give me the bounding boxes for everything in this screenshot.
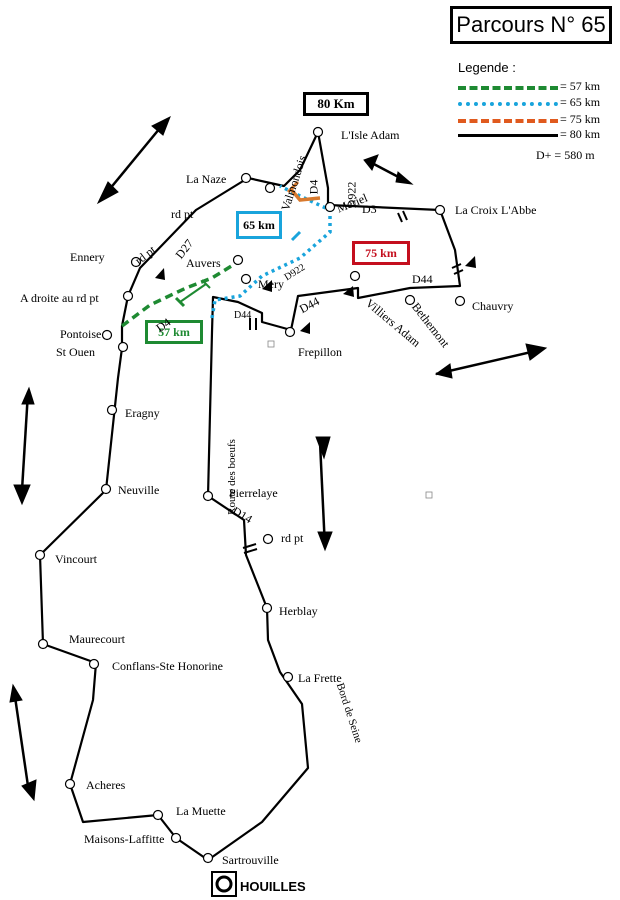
waypoint-maisons — [170, 832, 182, 844]
road-d922-top: D922 — [344, 181, 359, 209]
start-label: HOUILLES — [240, 879, 306, 894]
place-vincourt: Vincourt — [55, 552, 97, 566]
blue-bar — [290, 230, 302, 242]
bridge-marks — [242, 210, 464, 554]
waypoint-eragny — [106, 404, 118, 416]
waypoint-vincourt — [34, 549, 46, 561]
legend-item-80: = 80 km — [458, 127, 608, 142]
arrow-head-right-icon — [395, 171, 414, 185]
legend-title: Legende : — [458, 60, 516, 75]
route-box-57: 57 km — [145, 320, 203, 344]
orange-bar — [286, 180, 300, 194]
page-title: Parcours N° 65 — [450, 6, 612, 44]
place-la-croix: La Croix L'Abbe — [455, 203, 537, 217]
legend-label-65: = 65 km — [560, 95, 601, 109]
route-box-75: 75 km — [352, 241, 410, 265]
place-sartrouville: Sartrouville — [222, 853, 279, 867]
place-la-muette: La Muette — [176, 804, 226, 818]
road-d44-b: D44 — [412, 272, 433, 286]
road-route-boeufs: Route des boeufs — [225, 439, 238, 515]
waypoint-la-muette — [152, 809, 164, 821]
place-la-frette: La Frette — [298, 671, 342, 685]
waypoint-herblay — [261, 602, 273, 614]
legend-line-75 — [458, 119, 558, 123]
place-rd-pt-1: rd pt — [171, 207, 194, 221]
road-d3: D3 — [362, 202, 377, 216]
waypoint-la-croix — [434, 204, 446, 216]
waypoint-st-ouen — [117, 341, 129, 353]
legend-item-75: = 75 km — [458, 112, 608, 127]
arrow-head-up-right-icon — [151, 115, 171, 136]
place-herblay: Herblay — [279, 604, 318, 618]
legend-item-57: = 57 km — [458, 79, 608, 94]
place-maisons: Maisons-Laffitte — [84, 832, 165, 846]
waypoint-mery — [240, 273, 252, 285]
waypoint-auvers — [232, 254, 244, 266]
waypoint-bethemont — [404, 294, 416, 306]
waypoint-ennery — [130, 256, 142, 268]
road-d44-c: D44 — [234, 310, 252, 321]
place-mery: Mery — [258, 277, 284, 291]
place-pontoise: Pontoise — [60, 327, 102, 341]
legend-item-65: = 65 km — [458, 95, 608, 110]
waypoint-valmondois — [264, 182, 276, 194]
road-d4-top: D4 — [306, 179, 321, 195]
arrow-head-up-icon — [21, 386, 35, 405]
waypoint-sartrouville — [202, 852, 214, 864]
waypoint-la-frette — [282, 671, 294, 683]
direction-markers — [155, 256, 476, 334]
start-icon — [215, 875, 233, 893]
waypoint-neuville — [100, 483, 112, 495]
waypoints — [34, 126, 466, 864]
arrow-head-left-icon — [434, 363, 453, 379]
place-conflans: Conflans-Ste Honorine — [112, 659, 223, 673]
arrow-head-up-icon-2 — [9, 683, 23, 703]
place-auvers: Auvers — [186, 256, 221, 270]
waypoint-la-naze — [240, 172, 252, 184]
place-chauvry: Chauvry — [472, 299, 514, 313]
legend-line-80 — [458, 134, 558, 137]
route-box-80: 80 Km — [303, 92, 369, 116]
waypoint-chauvry — [454, 295, 466, 307]
place-st-ouen: St Ouen — [56, 345, 95, 359]
waypoint-maurecourt — [37, 638, 49, 650]
elevation-gain: D+ = 580 m — [536, 148, 595, 162]
place-lisle-adam: L'Isle Adam — [341, 128, 400, 142]
place-acheres: Acheres — [86, 778, 126, 792]
place-ennery: Ennery — [70, 250, 105, 264]
place-pierrelaye: Pierrelaye — [229, 486, 278, 500]
legend-line-57 — [458, 86, 558, 90]
waypoint-conflans — [88, 658, 100, 670]
place-neuville: Neuville — [118, 483, 160, 497]
place-a-droite: A droite au rd pt — [20, 291, 99, 305]
waypoint-frepillon — [284, 326, 296, 338]
waypoint-a-droite — [122, 290, 134, 302]
place-maurecourt: Maurecourt — [69, 632, 125, 646]
place-eragny: Eragny — [125, 406, 160, 420]
waypoint-villiers — [349, 270, 361, 282]
legend-label-75: = 75 km — [560, 112, 601, 126]
route-75km-stub — [288, 186, 321, 202]
wind-arrows — [9, 115, 548, 802]
waypoint-rd-pt-south — [262, 533, 274, 545]
legend-line-65 — [458, 102, 558, 106]
waypoint-pierrelaye — [202, 490, 214, 502]
arrow-head-down-icon — [317, 531, 333, 552]
route-box-65: 65 km — [236, 211, 282, 239]
legend-label-57: = 57 km — [560, 79, 601, 93]
place-la-naze: La Naze — [186, 172, 227, 186]
legend-label-80: = 80 km — [560, 127, 601, 141]
waypoint-pontoise — [101, 329, 113, 341]
place-rd-pt-3: rd pt — [281, 531, 304, 545]
place-frepillon: Frepillon — [298, 345, 342, 359]
waypoint-acheres — [64, 778, 76, 790]
waypoint-lisle-adam — [312, 126, 324, 138]
waypoint-meriel — [324, 201, 336, 213]
